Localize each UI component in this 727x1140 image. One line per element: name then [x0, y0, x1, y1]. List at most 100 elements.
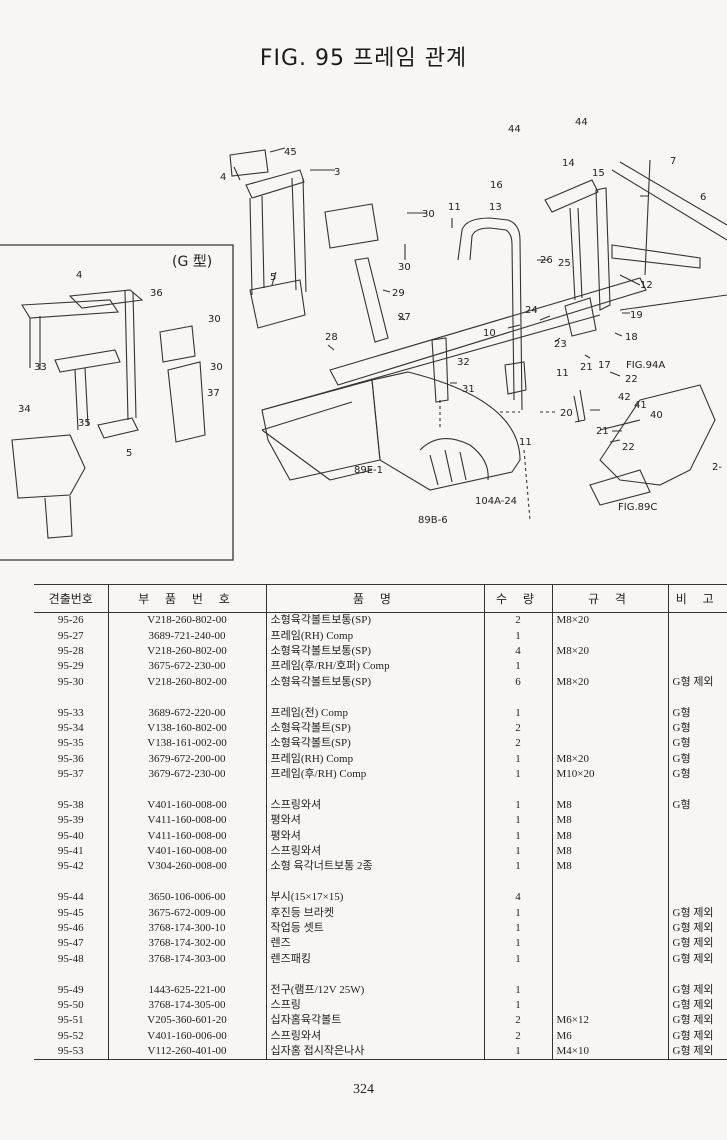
svg-text:21: 21 [580, 362, 593, 373]
header-spec: 규 격 [551, 584, 668, 613]
remarks-cell [667, 643, 727, 660]
spacer-cell [551, 966, 668, 983]
svg-text:29: 29 [392, 288, 405, 299]
remarks-cell [667, 612, 727, 629]
svg-text:22: 22 [625, 374, 638, 385]
svg-text:11: 11 [448, 202, 461, 213]
remarks-cell [667, 828, 727, 844]
quantity-cell: 1 [483, 920, 552, 937]
ref-no-cell: 95-48 [57, 952, 84, 965]
svg-text:5: 5 [270, 272, 276, 283]
svg-text:15: 15 [592, 168, 605, 179]
svg-text:25: 25 [558, 258, 571, 269]
quantity-cell: 4 [483, 890, 552, 906]
svg-text:89E-1: 89E-1 [354, 465, 383, 476]
svg-text:12: 12 [640, 280, 653, 291]
spec-cell [551, 890, 668, 906]
quantity-cell: 1 [483, 751, 552, 767]
part-no-cell: 3689-672-220-00 [107, 705, 266, 721]
header-remarks: 비 고 [667, 584, 727, 613]
svg-text:19: 19 [630, 310, 643, 321]
svg-text:14: 14 [562, 158, 575, 169]
remarks-cell: G형 [667, 751, 727, 767]
remarks-cell: G형 제외 [667, 905, 727, 921]
part-name-cell: 소형육각볼트보통(SP) [265, 643, 484, 660]
spacer-cell [483, 782, 552, 798]
part-name-cell: 스프링 [265, 997, 484, 1014]
spacer-cell [483, 689, 552, 706]
part-no-cell: V401-160-008-00 [107, 843, 266, 860]
ref-no-cell: 95-27 [57, 629, 84, 642]
remarks-cell [667, 813, 727, 829]
ref-no-cell: 95-30 [57, 675, 84, 688]
inset-label: (G 型) [172, 254, 212, 270]
part-no-cell: V218-260-802-00 [107, 643, 266, 660]
quantity-cell: 2 [483, 612, 552, 629]
quantity-cell: 2 [483, 736, 552, 752]
quantity-cell: 1 [483, 828, 552, 844]
spec-cell [551, 720, 668, 737]
ref-no-cell: 95-28 [57, 644, 84, 657]
spec-cell [551, 936, 668, 952]
svg-text:13: 13 [489, 202, 502, 213]
remarks-cell: G형 제외 [667, 982, 727, 998]
ref-no-cell: 95-26 [57, 614, 84, 627]
remarks-cell: G형 제외 [667, 951, 727, 967]
table-group-spacer [34, 782, 727, 798]
spacer-cell [483, 874, 552, 891]
quantity-cell: 1 [483, 905, 552, 921]
ref-no-cell: 95-41 [57, 845, 84, 858]
remarks-cell: G형 제외 [667, 1043, 727, 1061]
svg-text:6: 6 [700, 192, 706, 203]
ref-no-cell: 95-34 [57, 721, 84, 734]
part-name-cell: 전구(램프/12V 25W) [265, 982, 484, 998]
part-no-cell: 3679-672-200-00 [107, 751, 266, 767]
page-title: FIG. 95 프레임 관계 [259, 46, 468, 71]
quantity-cell: 1 [483, 705, 552, 721]
remarks-cell [667, 628, 727, 644]
svg-text:36: 36 [150, 288, 163, 299]
svg-text:2-: 2- [712, 462, 722, 473]
table-group-spacer [34, 966, 727, 983]
spacer-cell [265, 966, 484, 983]
part-name-cell: 프레임(후/RH) Comp [265, 766, 484, 783]
part-no-cell: 3675-672-009-00 [107, 905, 266, 921]
spec-cell: M8×20 [551, 674, 668, 690]
part-name-cell: 소형육각볼트(SP) [265, 720, 484, 737]
ref-no-cell: 95-44 [57, 891, 84, 904]
remarks-cell: G형 제외 [667, 936, 727, 952]
svg-text:11: 11 [556, 368, 569, 379]
part-name-cell: 소형육각볼트보통(SP) [265, 674, 484, 690]
svg-text:10: 10 [483, 328, 496, 339]
quantity-cell: 1 [483, 997, 552, 1014]
quantity-cell: 1 [483, 813, 552, 829]
part-name-cell: 프레임(RH) Comp [265, 628, 484, 644]
svg-text:104A-24: 104A-24 [475, 496, 517, 507]
remarks-cell: G형 [667, 766, 727, 783]
ref-no-cell: 95-46 [57, 922, 84, 934]
remarks-cell: G형 [667, 720, 727, 737]
part-no-cell: V304-260-008-00 [107, 859, 266, 875]
ref-no-cell: 95-52 [57, 1029, 84, 1042]
page-number: 324 [353, 1082, 374, 1097]
remarks-cell: G형 제외 [667, 1013, 727, 1029]
header-part-name: 품 명 [265, 584, 484, 613]
svg-text:31: 31 [462, 384, 475, 395]
part-no-cell: 3689-721-240-00 [107, 628, 266, 644]
ref-no-cell: 95-35 [57, 737, 84, 750]
spacer-cell [34, 782, 108, 797]
spec-cell: M6 [551, 1028, 668, 1044]
spec-cell [551, 997, 668, 1014]
table-group-spacer [34, 874, 727, 891]
svg-text:22: 22 [622, 442, 635, 453]
part-no-cell: V138-161-002-00 [107, 736, 266, 752]
